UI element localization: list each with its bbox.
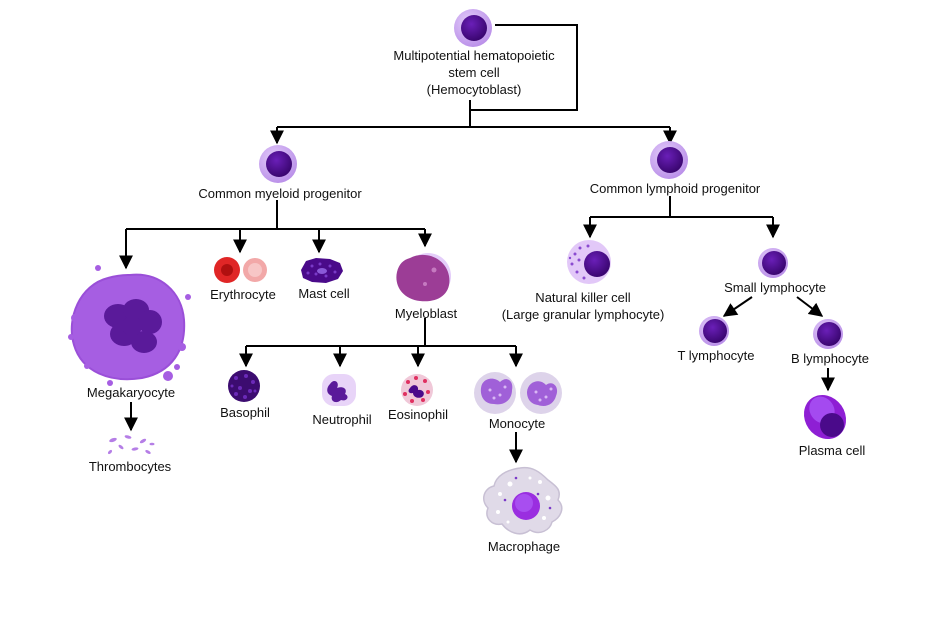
eosinophil-label: Eosinophil [388,407,448,422]
thrombocytes-label: Thrombocytes [88,459,172,474]
megakaryocyte-icon [68,265,191,386]
t-lymphocyte-icon [699,316,729,346]
erythrocyte-icon [214,257,267,283]
stem-cell-icon [454,9,492,47]
lymphoid-progenitor-icon [650,141,688,179]
monocyte-icon [474,372,562,414]
erythrocyte-label: Erythrocyte [210,287,276,302]
arrow-to-b-lymphocyte [796,296,824,317]
nk-cell-label-line1: Natural killer cell [535,290,631,305]
macrophage-icon [483,466,563,535]
plasma-cell-icon [803,394,847,440]
neutrophil-label: Neutrophil [312,412,372,427]
stem-cell-label: Multipotential hematopoietic stem cell (… [393,47,554,98]
myeloblast-icon [396,253,451,302]
small-lymphocyte-label: Small lymphocyte [724,280,826,295]
myeloid-progenitor-icon [259,145,297,183]
arrow-to-t-lymphocyte [722,296,753,317]
macrophage-label: Macrophage [487,539,561,554]
stem-cell-label-line3: (Hemocytoblast) [426,82,522,97]
thrombocytes-icon [107,435,155,455]
eosinophil-icon [401,374,433,406]
myeloblast-label: Myeloblast [394,306,458,321]
megakaryocyte-label: Megakaryocyte [86,385,176,400]
connectors [119,24,835,464]
nk-cell-icon [567,240,611,284]
mast-cell-icon [301,258,343,283]
nk-cell-label: Natural killer cell (Large granular lymp… [502,289,665,323]
basophil-label: Basophil [220,405,270,420]
t-lymphocyte-label: T lymphocyte [677,348,755,363]
b-lymphocyte-label: B lymphocyte [790,351,870,366]
plasma-cell-label: Plasma cell [798,443,866,458]
mast-cell-label: Mast cell [298,286,350,301]
small-lymphocyte-icon [758,248,788,278]
monocyte-label: Monocyte [488,416,546,431]
stem-cell-label-line1: Multipotential hematopoietic [393,48,555,63]
nk-cell-label-line2: (Large granular lymphocyte) [501,307,665,322]
myeloid-progenitor-label: Common myeloid progenitor [198,186,362,201]
basophil-icon [228,370,260,402]
lymphoid-progenitor-label: Common lymphoid progenitor [589,181,761,196]
neutrophil-icon [322,374,356,406]
stem-loop-line [470,24,578,111]
b-lymphocyte-icon [813,319,843,349]
stem-cell-label-line2: stem cell [448,65,500,80]
